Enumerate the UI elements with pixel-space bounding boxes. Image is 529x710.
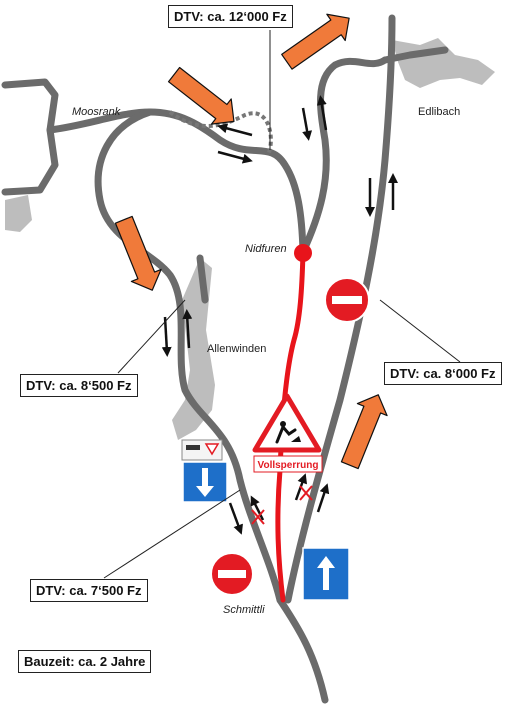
dtv-edlibach-label: DTV: ca. 8‘000 Fz [384, 362, 502, 385]
detour-arrow-icon [114, 215, 162, 291]
direction-arrow-icon [161, 316, 172, 357]
road-moosrank-nidfuren [46, 108, 307, 256]
direction-arrow-icon [301, 107, 313, 141]
direction-arrow-icon [217, 150, 253, 164]
direction-arrow-icon [217, 123, 253, 137]
place-schmittli: Schmittli [223, 604, 265, 616]
no-entry-sign-icon [210, 552, 254, 596]
dtv-north-label: DTV: ca. 12‘000 Fz [168, 5, 293, 28]
road-allenwinden-junction [196, 254, 209, 304]
dtv-allenwinden-label: DTV: ca. 8‘500 Fz [20, 374, 138, 397]
direction-arrow-icon [182, 309, 193, 349]
construction-time-label: Bauzeit: ca. 2 Jahre [18, 650, 152, 673]
nidfuren-junction-dot [294, 244, 312, 262]
place-moosrank: Moosrank [72, 106, 121, 118]
terrain-moosrank [5, 195, 32, 232]
blocked-markers [251, 485, 313, 525]
direction-arrow-icon [316, 95, 328, 131]
supplementary-sign-icon [181, 439, 223, 461]
place-allenwinden: Allenwinden [207, 343, 266, 355]
direction-arrows [161, 95, 398, 535]
closure-label-box [253, 455, 323, 473]
detour-arrow-icon [167, 66, 235, 125]
direction-arrow-icon [228, 502, 243, 535]
dotted-bypass [168, 110, 273, 156]
direction-arrow-icon [250, 495, 265, 521]
blocked-x-icon [251, 509, 265, 525]
direction-arrow-icon [294, 473, 307, 501]
place-edlibach: Edlibach [418, 106, 460, 118]
callout-lines [103, 30, 461, 579]
detour-arrow-icon [281, 13, 350, 70]
one-way-sign-icon [302, 547, 350, 601]
closure-label: Vollsperrung [258, 460, 319, 471]
terrain-edlibach [392, 38, 495, 88]
roadworks-sign-icon [252, 393, 322, 453]
road-nidfuren-north [299, 56, 389, 256]
dtv-schmittli-label: DTV: ca. 7‘500 Fz [30, 579, 148, 602]
blocked-x-icon [299, 485, 313, 501]
place-nidfuren: Nidfuren [245, 243, 287, 255]
road-moosrank-west [1, 78, 59, 196]
no-entry-sign-icon [324, 277, 370, 323]
road-schmittli-south [276, 596, 329, 704]
detour-arrows [114, 13, 388, 470]
detour-arrow-icon [340, 394, 388, 470]
direction-arrow-icon [316, 483, 330, 513]
one-way-sign-icon [182, 461, 228, 503]
road-west-loop [94, 108, 284, 604]
